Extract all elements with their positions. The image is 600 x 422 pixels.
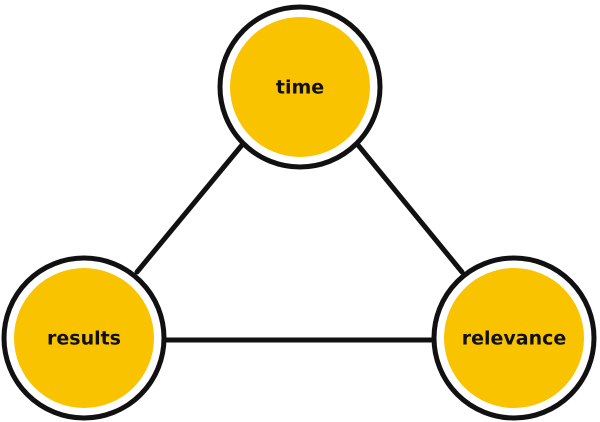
node-relevance-fill — [444, 268, 584, 408]
node-relevance: relevance — [431, 255, 597, 421]
node-time-fill — [230, 17, 370, 157]
node-time: time — [217, 4, 383, 170]
node-results-label: results — [47, 328, 121, 350]
edge-time-results — [134, 142, 245, 275]
node-results-fill — [14, 268, 154, 408]
edge-time-relevance — [355, 142, 465, 275]
node-relevance-label: relevance — [462, 328, 567, 350]
node-time-label: time — [276, 77, 324, 99]
node-results: results — [1, 255, 167, 421]
